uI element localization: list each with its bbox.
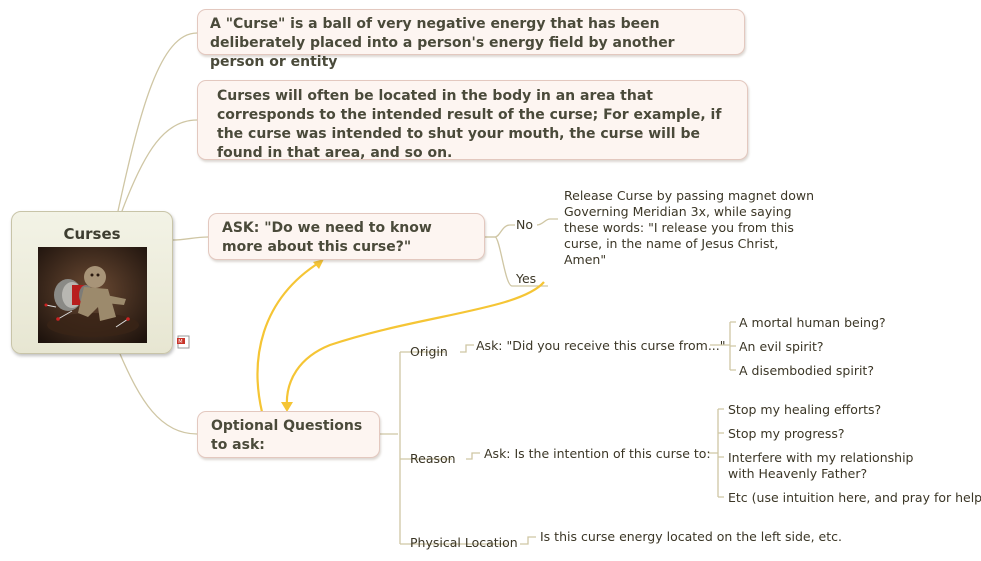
topic-location-text: Curses will often be located in the body…: [217, 88, 722, 161]
branch-physical-location[interactable]: Physical Location: [410, 535, 518, 550]
arrow-optional-to-ask: [256, 261, 321, 413]
topic-optional-questions[interactable]: Optional Questions to ask:: [197, 411, 380, 458]
reason-answer-healing[interactable]: Stop my healing efforts?: [728, 402, 882, 417]
connector-central-definition: [117, 32, 198, 212]
connector-ask-no: [485, 224, 515, 238]
svg-text:M: M: [178, 339, 182, 345]
connector-optional-branches: [380, 352, 401, 544]
connector-origin-question: [460, 344, 474, 353]
connector-reason-question: [466, 452, 480, 460]
origin-answer-mortal[interactable]: A mortal human being?: [739, 315, 886, 330]
origin-answer-evil-spirit[interactable]: An evil spirit?: [739, 339, 824, 354]
central-title: Curses: [63, 225, 121, 243]
voodoo-doll-image: [38, 247, 147, 343]
connector-origin-answers: [710, 321, 736, 371]
connector-central-optional: [119, 353, 198, 435]
branch-no[interactable]: No: [516, 217, 533, 232]
topic-ask-text: ASK: "Do we need to know more about this…: [222, 220, 432, 255]
reason-answer-relationship[interactable]: Interfere with my relationship with Heav…: [728, 450, 914, 481]
pdf-attachment-icon[interactable]: M: [177, 335, 190, 349]
arrow-yes-to-optional: [285, 281, 545, 409]
reason-answer-progress[interactable]: Stop my progress?: [728, 426, 845, 441]
branch-reason[interactable]: Reason: [410, 451, 456, 466]
connector-central-ask: [172, 236, 209, 241]
arrowhead-optional: [281, 402, 293, 412]
connector-reason-answers: [708, 408, 724, 498]
physical-question[interactable]: Is this curse energy located on the left…: [540, 529, 842, 544]
topic-ask[interactable]: ASK: "Do we need to know more about this…: [208, 213, 485, 260]
connector-central-location: [121, 119, 198, 212]
branch-yes[interactable]: Yes: [516, 271, 537, 286]
topic-optional-text: Optional Questions to ask:: [211, 418, 363, 453]
reason-question[interactable]: Ask: Is the intention of this curse to:: [484, 446, 711, 461]
branch-origin[interactable]: Origin: [410, 344, 448, 359]
connector-no-text: [536, 218, 558, 226]
central-topic[interactable]: Curses: [11, 211, 173, 354]
connector-ask-yes: [485, 236, 548, 287]
topic-location[interactable]: Curses will often be located in the body…: [197, 80, 748, 161]
release-curse-text[interactable]: Release Curse by passing magnet down Gov…: [564, 188, 814, 267]
topic-definition-text: A "Curse" is a ball of very negative ene…: [210, 16, 675, 70]
origin-question[interactable]: Ask: "Did you receive this curse from...…: [476, 338, 726, 353]
arrowhead-ask: [313, 259, 324, 269]
topic-definition[interactable]: A "Curse" is a ball of very negative ene…: [197, 9, 745, 70]
connector-physical-question: [520, 536, 536, 545]
origin-answer-disembodied[interactable]: A disembodied spirit?: [739, 363, 874, 378]
reason-answer-etc[interactable]: Etc (use intuition here, and pray for he…: [728, 490, 981, 505]
